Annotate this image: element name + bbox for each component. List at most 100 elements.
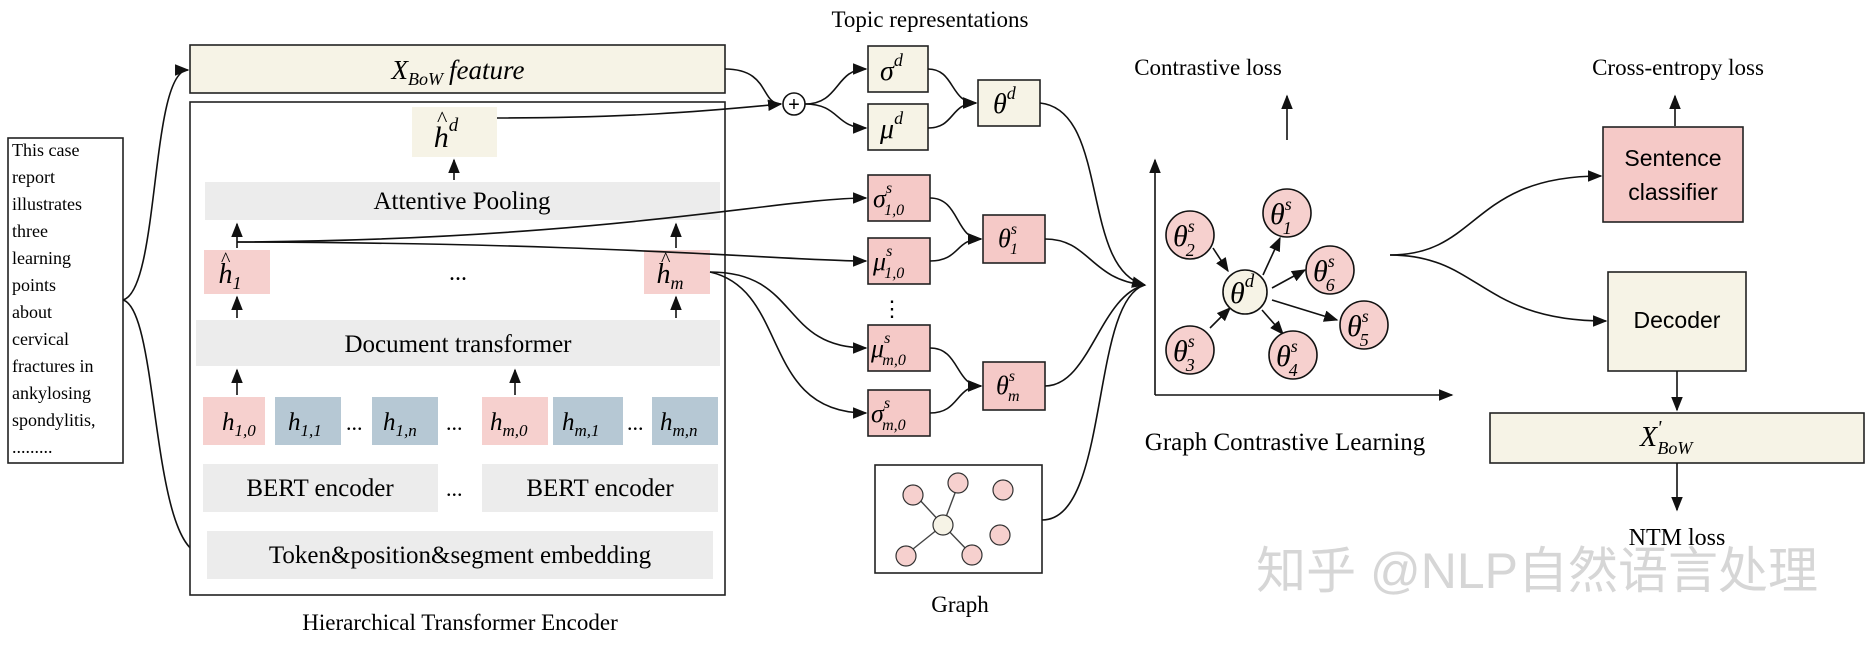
sigma-1-sup: s [886, 180, 892, 197]
theta-1-sub: 1 [1010, 241, 1018, 258]
mu-d-sup: d [894, 108, 904, 128]
sentence-classifier-line1: Sentence [1624, 145, 1721, 171]
mu-1-sup: s [886, 243, 892, 260]
watermark: 知乎 @NLP自然语言处理 [1256, 543, 1818, 599]
sigma-1-sub: 1,0 [884, 202, 904, 219]
sentence-classifier-box [1602, 126, 1744, 223]
token-sub: 1,1 [301, 421, 322, 440]
gcl-node-sub: 1 [1283, 218, 1292, 238]
graph-center-node [932, 514, 954, 536]
svg-text:hm: hm [657, 259, 684, 293]
h1-box [204, 250, 270, 294]
input-line: cervical [12, 329, 69, 349]
h-doc-base: h [434, 121, 449, 154]
svg-text:θs5: θs5 [1347, 306, 1369, 350]
graph-node [947, 472, 969, 494]
input-line: ......... [12, 437, 53, 457]
sigma-m-base: σ [871, 399, 885, 428]
svg-text:hm,0: hm,0 [490, 409, 528, 440]
h1-base: h [219, 259, 233, 290]
hierarchical-encoder: hd ^ Attentive Pooling h1 ^ ... hm ^ Doc… [189, 101, 726, 596]
svg-text:θs1: θs 1 [998, 221, 1018, 258]
gcl-node-sup: s [1362, 306, 1369, 326]
theta-m-to-gcl [1044, 284, 1146, 387]
hdoc-to-plus [496, 99, 783, 119]
h-doc-box [412, 107, 497, 157]
gcl-node-base: θ [1173, 220, 1188, 253]
graph-label: Graph [931, 592, 989, 617]
mu-vdots: ⋮ [881, 296, 903, 321]
gcl-node-sub: 3 [1185, 355, 1195, 375]
input-to-bow-arrow [122, 64, 190, 301]
gcl-node-sub: 6 [1326, 275, 1335, 295]
sigma-d-to-theta-d [927, 68, 978, 109]
gcl-edge [1212, 247, 1229, 273]
token-dots: ... [627, 410, 644, 435]
token-box [203, 397, 265, 445]
embedding-label: Token&position&segment embedding [269, 542, 652, 569]
ntm-loss-label: NTM loss [1629, 525, 1726, 551]
mu-m-box [867, 324, 931, 372]
sigma-1-to-theta-1 [929, 197, 983, 245]
svg-text:hm,1: hm,1 [562, 409, 600, 440]
svg-text:θs6: θs6 [1313, 251, 1335, 295]
mu-1-sub: 1,0 [884, 265, 904, 282]
hm-sub: m [671, 273, 684, 293]
svg-text:h1: h1 [219, 259, 242, 293]
x-bow-sup: ' [1657, 417, 1662, 439]
embedding-box [207, 531, 713, 579]
svg-text:σs1,0: σs1,0 [873, 180, 904, 219]
theta-1-base: θ [998, 224, 1011, 253]
graph-node [961, 544, 983, 566]
theta-1-sup: s [1011, 221, 1017, 238]
svg-text:μs1,0: μs 1,0 [872, 243, 904, 282]
bow-sub: BoW [408, 69, 445, 89]
gcl-center-base: θ [1230, 277, 1245, 310]
sigma-d-sup: d [894, 50, 904, 70]
sentence-classifier-line2: classifier [1628, 179, 1718, 205]
graph-node [895, 545, 917, 567]
input-line: fractures in [12, 356, 93, 376]
token-box [553, 397, 623, 445]
mu-d-to-theta-d [927, 97, 978, 129]
bert-encoder-left-label: BERT encoder [246, 475, 394, 502]
hm-base: h [657, 259, 671, 290]
gcl-node-sub: 4 [1289, 360, 1298, 380]
h1-to-mu-1 [236, 241, 868, 267]
token-box [482, 397, 548, 445]
input-document: This case report illustrates three learn… [7, 137, 124, 464]
sigma-m-box [867, 389, 931, 437]
theta-m-sub: m [1008, 388, 1020, 405]
input-line: points [12, 275, 56, 295]
plus-to-mu-d [804, 103, 868, 134]
cross-entropy-label: Cross-entropy loss [1592, 55, 1764, 80]
mu-1-base: μ [872, 247, 886, 276]
input-line: report [12, 167, 55, 187]
svg-text:θd: θd [993, 83, 1017, 120]
encoder-caption: Hierarchical Transformer Encoder [302, 610, 618, 635]
mu-m-to-theta-m [929, 347, 983, 392]
gcl-node-base: θ [1313, 255, 1328, 288]
mu-d-box [867, 103, 929, 151]
input-line: three [12, 221, 48, 241]
input-text-lines: This case report illustrates three learn… [12, 140, 96, 457]
gcl-edge [1261, 309, 1284, 336]
gcl-node-sub: 2 [1186, 240, 1195, 260]
decoder-label: Decoder [1634, 307, 1721, 333]
svg-text:hm,n: hm,n [660, 409, 698, 440]
input-to-embedding-arrow [122, 299, 207, 561]
token-base: h [660, 409, 673, 436]
plus-to-sigma-d [804, 63, 868, 105]
h-doc-sup: d [449, 115, 459, 136]
graph-node [989, 524, 1011, 546]
gcl-node-sup: s [1291, 336, 1298, 356]
token-box [652, 397, 718, 445]
svg-text:hd: hd [434, 115, 459, 154]
hm-to-mu-m [709, 271, 868, 354]
gcl-center-node [1222, 269, 1268, 315]
input-line: This case [12, 140, 79, 160]
